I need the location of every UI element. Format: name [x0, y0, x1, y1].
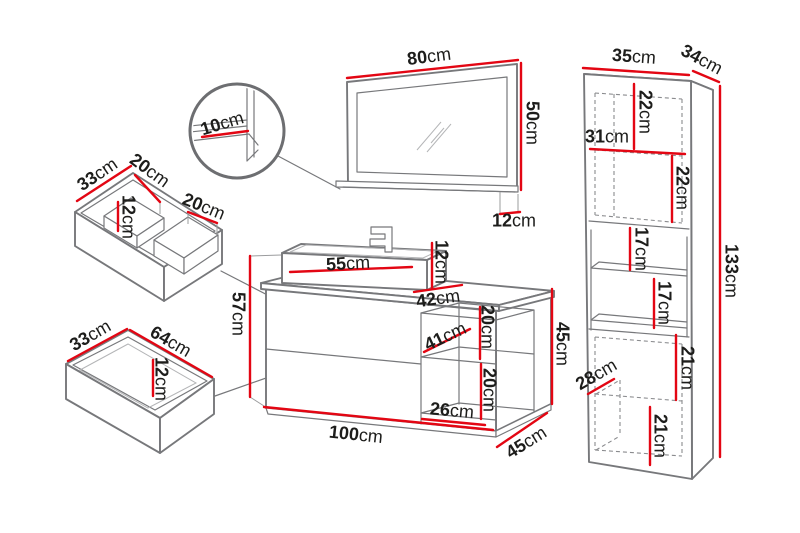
- dim-basin-width: 55cm: [326, 252, 371, 274]
- cabinet-side-face: [690, 80, 714, 480]
- dim-line-organizer-depth: [75, 164, 133, 203]
- vanity-niche-shelf: [420, 346, 535, 365]
- dim-line-vanity-width: [262, 405, 495, 432]
- dim-niche-width: 26cm: [429, 398, 475, 422]
- dim-mirror-width: 80cm: [406, 44, 452, 69]
- dim-vanity-width: 100cm: [328, 422, 384, 448]
- vanity-drawer-divider: [265, 348, 422, 365]
- detail-circle: [188, 82, 286, 180]
- mirror-shelf-depth-bracket: [499, 192, 519, 213]
- vanity-niche: [420, 302, 535, 425]
- detail-shelf-drawing: [193, 87, 259, 162]
- vanity-unit: 55cm 12cm 42cm 57cm 41cm 20cm 20cm 26cm …: [229, 226, 573, 462]
- dim-line-mirror-shelf-depth: [498, 210, 522, 216]
- dim-line-drawer-width: [128, 328, 214, 379]
- dim-cabinet-width: 35cm: [611, 45, 656, 68]
- cabinet-top-door-bottom: [588, 220, 690, 230]
- dim-line-cabinet-width: [581, 66, 691, 77]
- mirror-reflection-lines: [416, 121, 452, 153]
- dim-line-top-depth: [412, 283, 464, 294]
- dim-cabinet-shelf-2: 17cm: [655, 281, 675, 325]
- faucet: [369, 226, 393, 253]
- dim-line-niche-width: [420, 417, 487, 427]
- dim-line-niche-shelf-depth: [422, 327, 472, 354]
- dim-niche-upper-height: 20cm: [478, 305, 498, 349]
- dim-line-drawer-depth: [66, 327, 129, 363]
- dim-line-mirror-width: [345, 58, 520, 80]
- dim-cabinet-top-lower: 22cm: [673, 166, 693, 210]
- dim-cabinet-top-upper: 22cm: [636, 90, 656, 134]
- cabinet-bottom-door-top: [588, 328, 690, 338]
- dim-cabinet-depth: 34cm: [678, 40, 726, 78]
- drawer-right-wall: [159, 378, 215, 454]
- dim-cabinet-shelf-1: 17cm: [632, 227, 652, 271]
- dim-basin-height: 12cm: [432, 240, 452, 284]
- cabinet-shelf-2: [590, 313, 688, 329]
- detail-circle-view: 10cm: [188, 82, 286, 180]
- dim-line-basin-width: [288, 265, 414, 274]
- dim-organizer-height: 12cm: [119, 195, 139, 239]
- tall-cabinet: 35cm 34cm 133cm 22cm 31cm 22cm 17cm 17cm…: [572, 40, 742, 480]
- dim-cabinet-bottom-lower: 21cm: [651, 414, 671, 458]
- dim-line-cabinet-depth: [691, 69, 721, 84]
- detail-to-mirror-line: [277, 155, 341, 190]
- dim-drawer-height: 12cm: [152, 357, 172, 401]
- dim-niche-lower-height: 20cm: [480, 368, 500, 412]
- dim-vanity-cabinet-height: 45cm: [553, 322, 573, 366]
- dim-cabinet-height: 133cm: [722, 244, 742, 298]
- dim-total-height: 57cm: [229, 292, 249, 336]
- dim-mirror-height: 50cm: [523, 101, 543, 145]
- dim-cabinet-inner-width: 31cm: [585, 126, 629, 146]
- dim-top-depth: 42cm: [415, 285, 461, 311]
- cabinet-shelf-1: [590, 261, 688, 277]
- dim-mirror-shelf-depth: 12cm: [492, 210, 536, 230]
- organizer-drawer: 33cm 20cm 12cm 20cm: [73, 149, 228, 302]
- mirror: 80cm 50cm 12cm: [335, 44, 543, 230]
- storage-drawer: 33cm 64cm 12cm: [65, 316, 215, 454]
- cabinet-top-door-dashed: [594, 92, 683, 224]
- dim-line-detail-depth: [200, 129, 250, 139]
- vanity-niche-floor: [420, 402, 535, 421]
- mirror-shelf: [335, 180, 519, 193]
- cabinet-bottom-door-dashed: [594, 336, 683, 457]
- dim-cabinet-bottom-upper: 21cm: [678, 346, 698, 390]
- dim-line-vanity-depth: [495, 411, 549, 449]
- cabinet-front-face: [583, 73, 693, 480]
- vanity-sink: [281, 226, 447, 291]
- mirror-glass: [356, 76, 508, 178]
